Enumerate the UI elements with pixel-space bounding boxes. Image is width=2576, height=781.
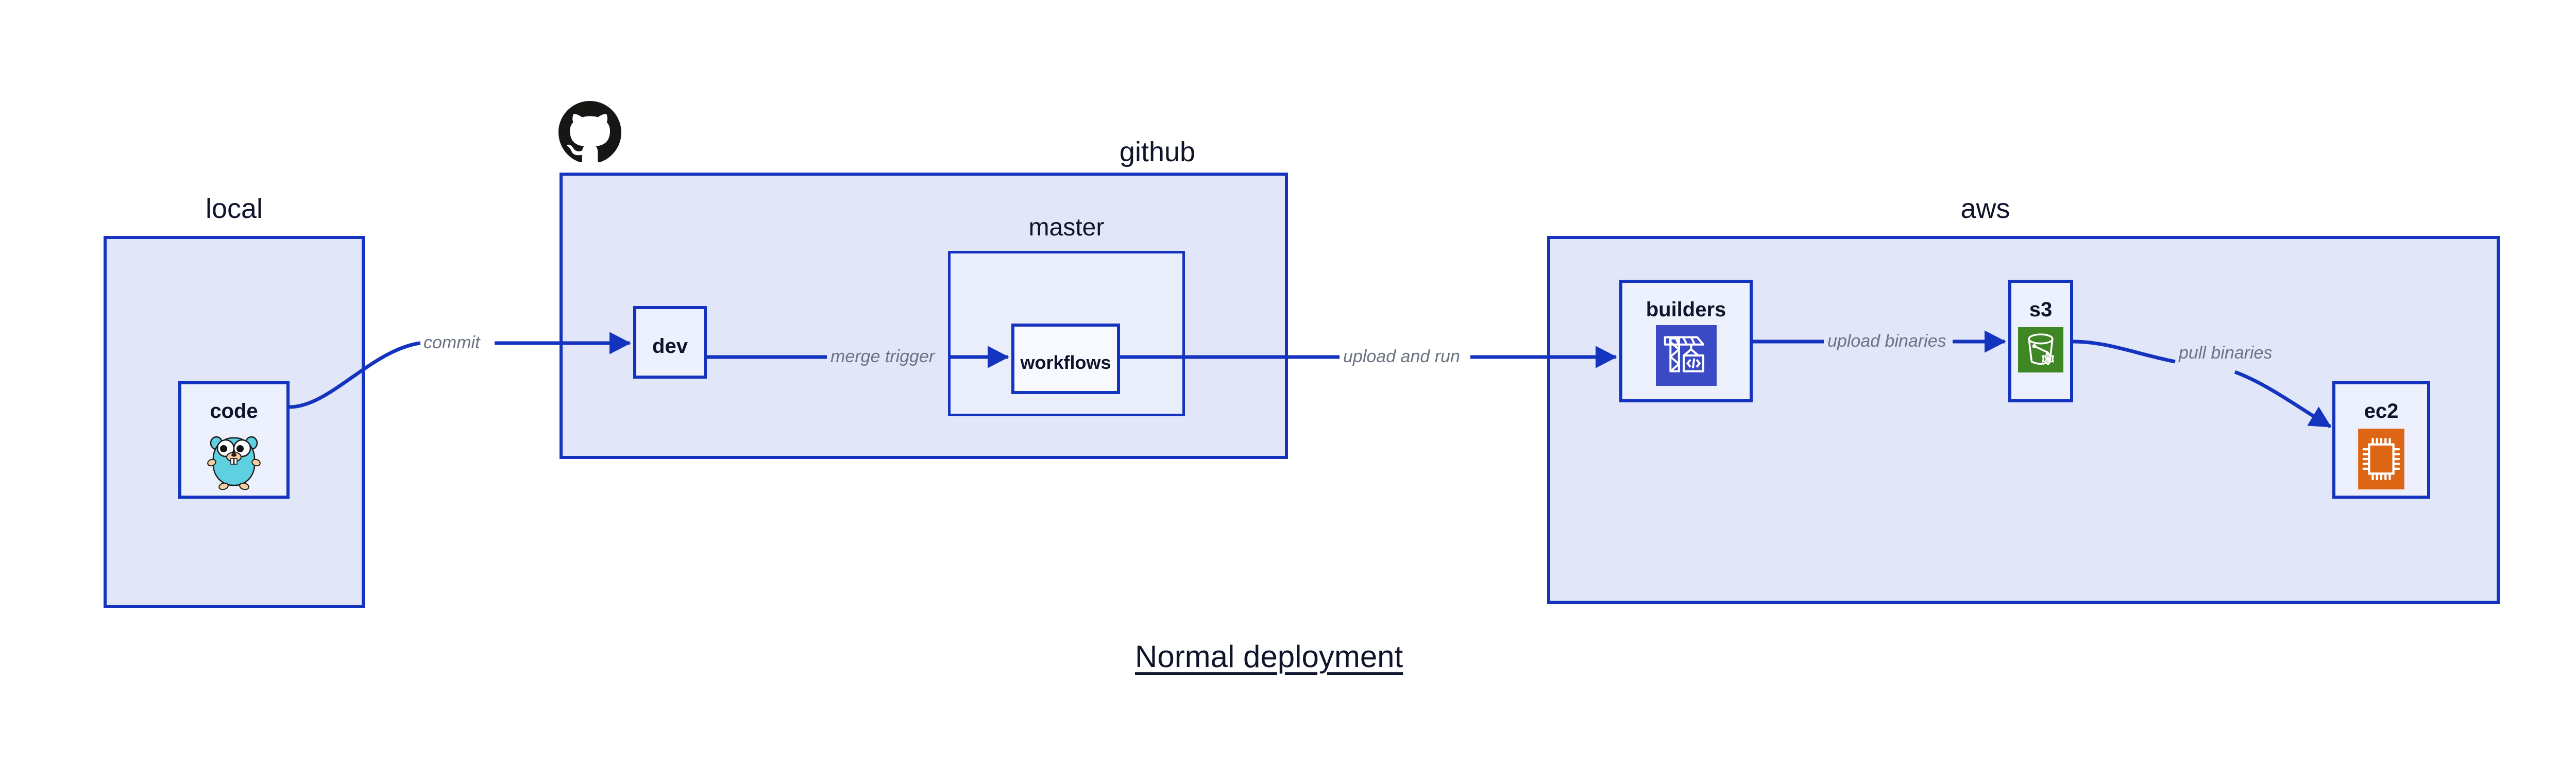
crane-code-icon xyxy=(1655,325,1717,386)
node-label-builders: builders xyxy=(1646,298,1726,321)
edge-label-commit: commit xyxy=(421,334,482,351)
node-dev[interactable]: dev xyxy=(633,306,707,379)
diagram-title: Normal deployment xyxy=(1135,639,1403,674)
edge-label-pull-binaries: pull binaries xyxy=(2179,343,2273,363)
node-builders[interactable]: builders xyxy=(1619,280,1753,402)
node-label-workflows: workflows xyxy=(1020,352,1111,373)
node-label-dev: dev xyxy=(652,335,688,358)
edge-label-upload-binaries: upload binaries xyxy=(1827,331,1946,351)
github-octocat-logo xyxy=(558,101,621,164)
group-label-local: local xyxy=(205,193,263,224)
node-label-s3: s3 xyxy=(2029,298,2053,321)
group-label-github: github xyxy=(1119,137,1196,167)
node-s3[interactable]: s3 xyxy=(2008,280,2073,402)
edge-label-merge-trigger: merge trigger xyxy=(831,347,935,366)
s3-bucket-icon xyxy=(2018,327,2063,372)
cpu-chip-icon xyxy=(2358,429,2404,489)
node-label-ec2: ec2 xyxy=(2364,400,2399,422)
go-gopher-icon xyxy=(203,430,265,491)
node-ec2[interactable]: ec2 xyxy=(2332,381,2430,499)
group-label-aws: aws xyxy=(1960,193,2010,224)
node-workflows[interactable]: workflows xyxy=(1011,324,1120,394)
node-label-code: code xyxy=(210,400,258,422)
node-code[interactable]: code xyxy=(178,381,290,499)
group-label-master: master xyxy=(1028,214,1105,241)
edge-label-upload-and-run: upload and run xyxy=(1341,348,1462,365)
